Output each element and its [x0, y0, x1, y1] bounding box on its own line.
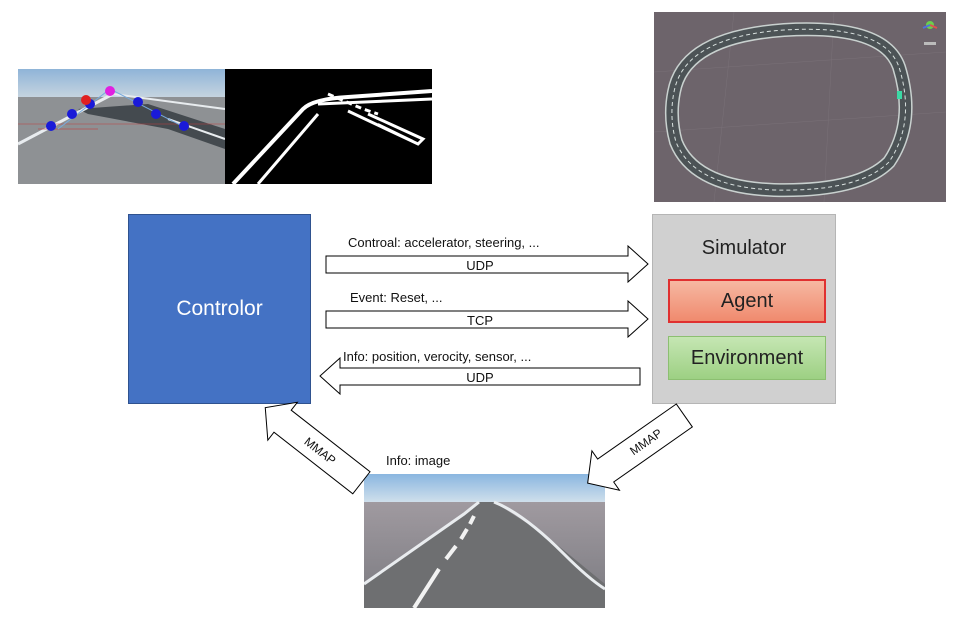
- control-arrow: [325, 244, 649, 284]
- lane-detection-image: [18, 69, 432, 184]
- image-info-label: Info: image: [386, 453, 451, 468]
- simulator-box: Simulator Agent Environment: [652, 214, 836, 404]
- event-arrow: [325, 299, 649, 339]
- mmap-left-arrow: [264, 401, 371, 495]
- environment-label: Environment: [690, 346, 804, 369]
- event-label: Event: Reset, ...: [350, 290, 443, 305]
- agent-label: Agent: [720, 289, 774, 312]
- info-label: Info: position, verocity, sensor, ...: [343, 349, 532, 364]
- controller-box: Controlor: [128, 214, 311, 404]
- info-arrow: [319, 356, 641, 396]
- track-overview-image: [654, 12, 946, 202]
- mmap-right-arrow: [587, 403, 694, 491]
- environment-box: Environment: [668, 336, 826, 380]
- road-camera-image: [364, 474, 605, 608]
- controller-label: Controlor: [176, 297, 263, 320]
- control-protocol: UDP: [466, 258, 494, 273]
- event-protocol: TCP: [467, 313, 493, 328]
- info-protocol: UDP: [466, 370, 494, 385]
- control-label: Controal: accelerator, steering, ...: [348, 235, 540, 250]
- agent-box: Agent: [668, 279, 826, 323]
- simulator-title: Simulator: [701, 237, 787, 259]
